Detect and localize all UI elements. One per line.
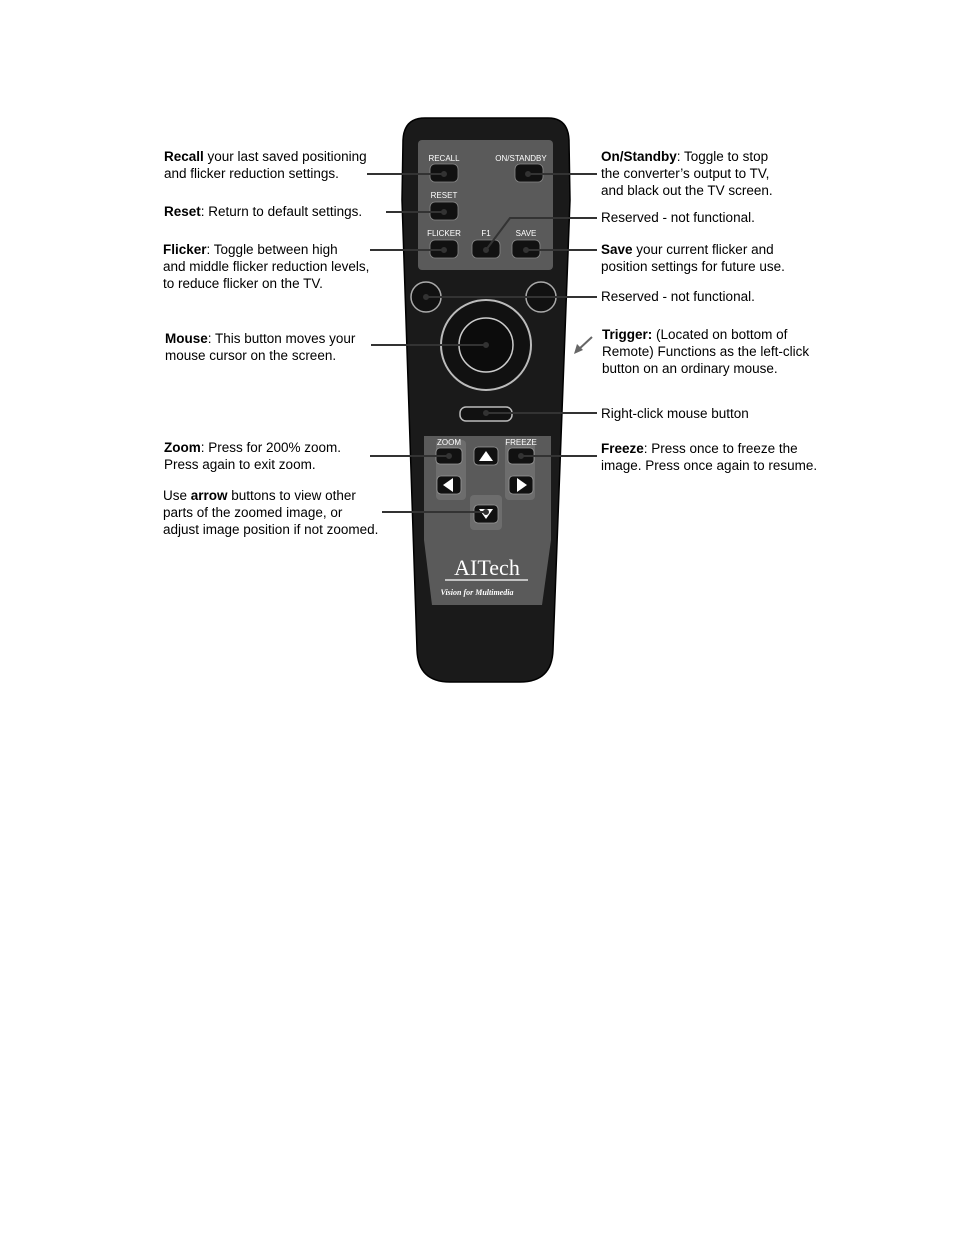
on-standby-label: ON/STANDBY xyxy=(495,154,547,163)
reserved-f1-annotation: Reserved - not functional. xyxy=(601,209,755,226)
right-click-button[interactable] xyxy=(460,407,512,421)
reserved-side-annotation: Reserved - not functional. xyxy=(601,288,755,305)
arrow-left-button[interactable] xyxy=(437,476,461,494)
reset-label: RESET xyxy=(431,191,458,200)
reset-button[interactable]: RESET xyxy=(430,191,458,220)
trigger-annotation: Trigger: (Located on bottom of Remote) F… xyxy=(602,326,809,377)
right-click-annotation: Right-click mouse button xyxy=(601,405,749,422)
zoom-annotation: Zoom: Press for 200% zoom. Press again t… xyxy=(164,439,341,473)
arrow-right-button[interactable] xyxy=(509,476,533,494)
mouse-button[interactable] xyxy=(459,318,513,372)
aitech-tagline: Vision for Multimedia xyxy=(441,588,514,597)
flicker-annotation: Flicker: Toggle between high and middle … xyxy=(163,241,369,292)
on-standby-annotation: On/Standby: Toggle to stop the converter… xyxy=(601,148,773,199)
mouse-annotation: Mouse: This button moves your mouse curs… xyxy=(165,330,355,364)
save-button[interactable]: SAVE xyxy=(512,229,540,258)
f1-label: F1 xyxy=(481,229,491,238)
save-label: SAVE xyxy=(516,229,537,238)
reserved-right-button[interactable] xyxy=(526,282,556,312)
reset-annotation: Reset: Return to default settings. xyxy=(164,203,362,220)
flicker-label: FLICKER xyxy=(427,229,461,238)
freeze-label: FREEZE xyxy=(505,438,537,447)
recall-button[interactable]: RECALL xyxy=(428,154,460,182)
arrow-down-button[interactable] xyxy=(474,505,498,523)
arrow-up-button[interactable] xyxy=(474,447,498,465)
recall-annotation: Recall your last saved positioning and f… xyxy=(164,148,367,182)
zoom-label: ZOOM xyxy=(437,438,461,447)
freeze-annotation: Freeze: Press once to freeze the image. … xyxy=(601,440,817,474)
arrow-annotation: Use arrow buttons to view other parts of… xyxy=(163,487,378,538)
freeze-button[interactable]: FREEZE xyxy=(505,438,537,464)
flicker-button[interactable]: FLICKER xyxy=(427,229,461,258)
zoom-button[interactable]: ZOOM xyxy=(436,438,462,464)
reserved-left-button[interactable] xyxy=(411,282,441,312)
save-annotation: Save your current flicker and position s… xyxy=(601,241,785,275)
recall-label: RECALL xyxy=(428,154,460,163)
aitech-logo: AITech xyxy=(454,555,520,580)
